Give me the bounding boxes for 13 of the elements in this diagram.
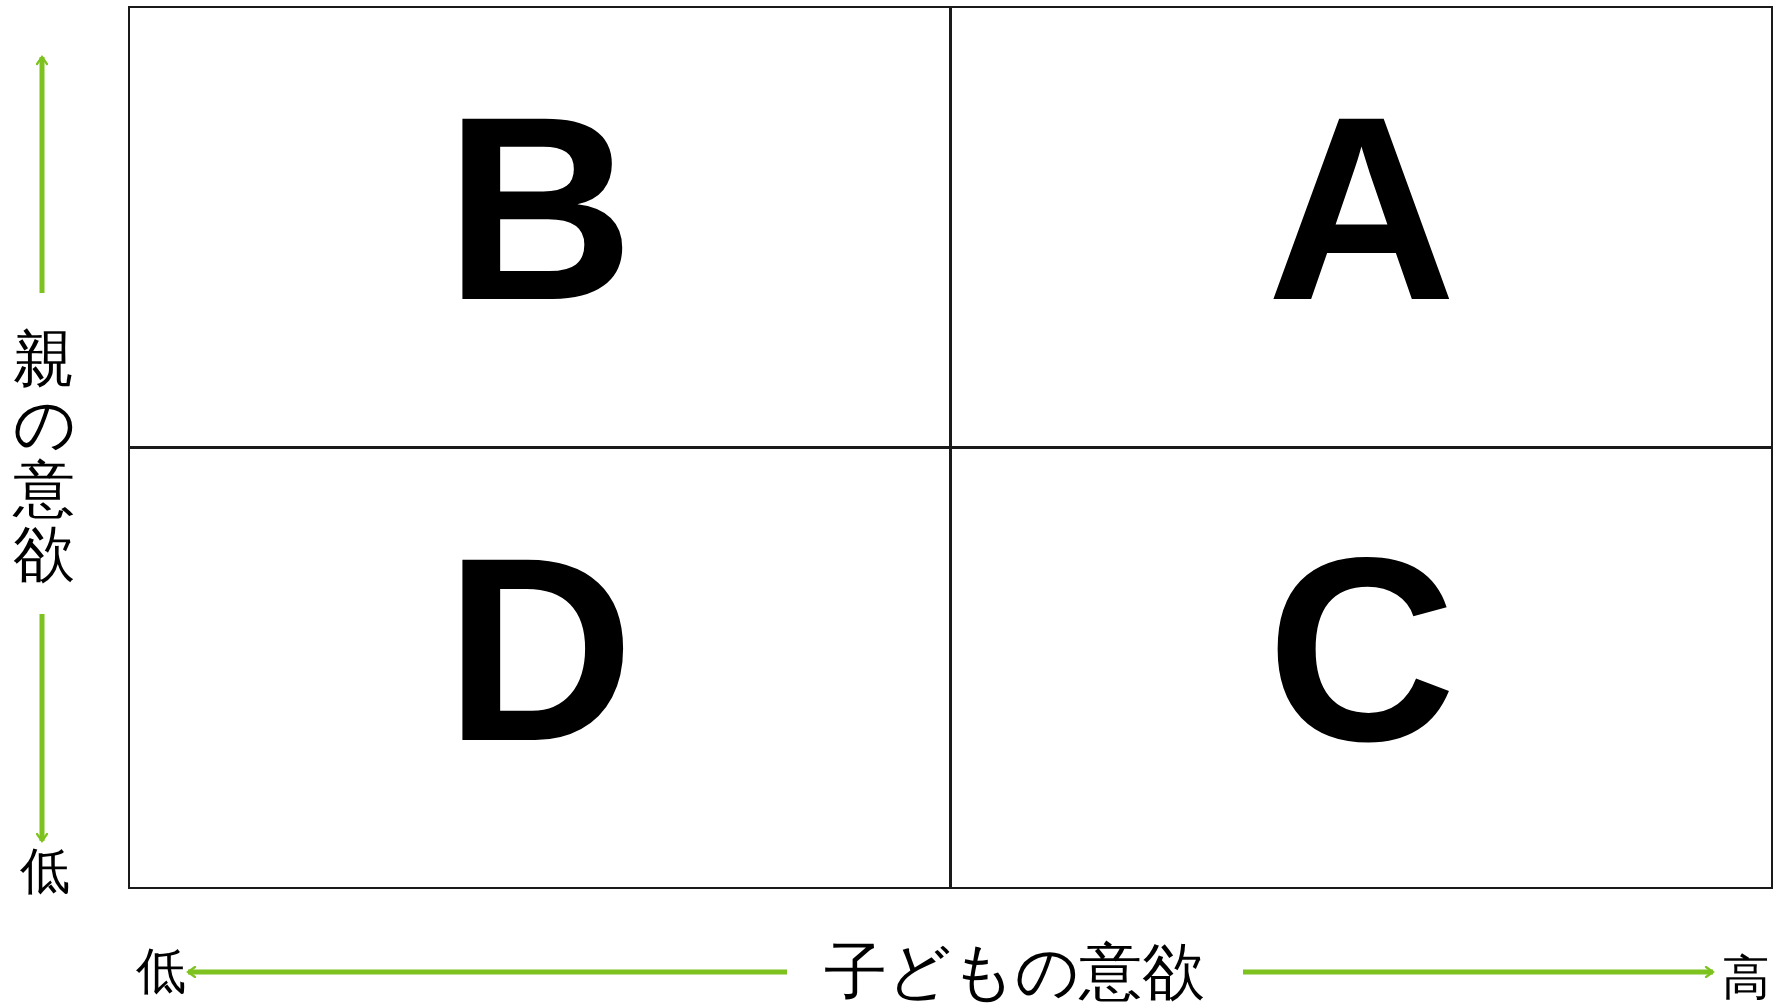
quadrant-cell bbox=[128, 6, 951, 448]
quadrant-cell bbox=[128, 447, 951, 889]
quadrant-letter: C bbox=[1265, 519, 1458, 781]
quadrant-letter: D bbox=[443, 519, 636, 781]
axis-title: 子どもの意欲 bbox=[824, 940, 1205, 1003]
quadrant-cell bbox=[950, 6, 1773, 448]
axis-title: 親の意欲 bbox=[13, 326, 75, 587]
quadrant-letter: A bbox=[1265, 78, 1458, 340]
axis-end-label: 高 bbox=[1722, 953, 1770, 1001]
quadrant-letter: B bbox=[443, 78, 636, 340]
quadrant-cell bbox=[950, 447, 1773, 889]
axis-end-label: 低 bbox=[20, 846, 70, 896]
axis-end-label: 低 bbox=[136, 946, 186, 996]
